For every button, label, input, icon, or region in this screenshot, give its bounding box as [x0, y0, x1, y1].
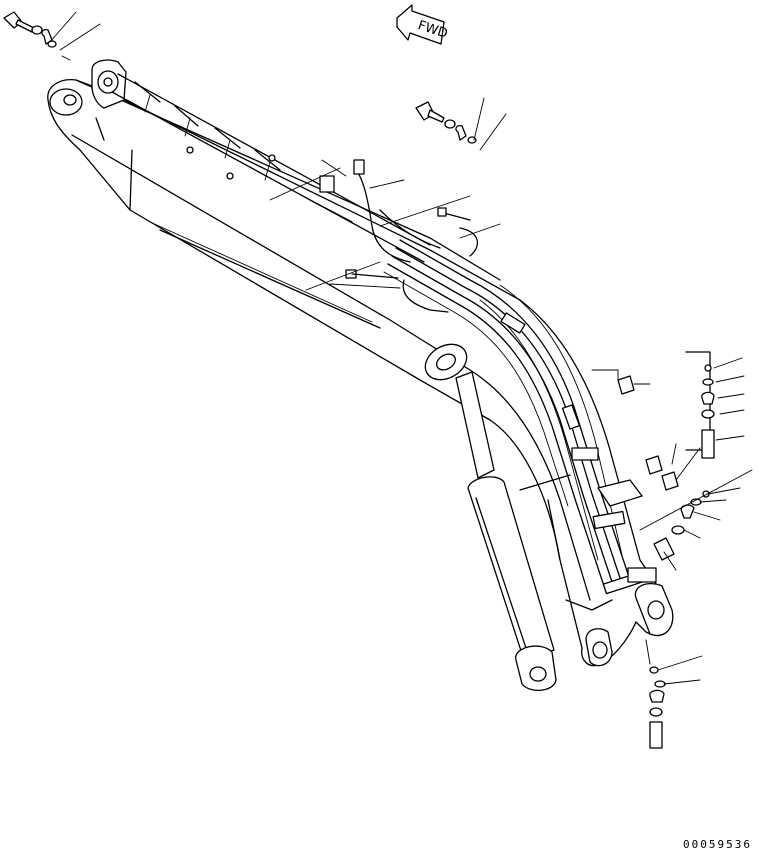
- boom-cylinder: [424, 343, 557, 691]
- boom-arm: [47, 59, 674, 667]
- boom-handrail: [111, 73, 431, 263]
- drawing-code: 00059536: [683, 838, 752, 851]
- hardware-top-left: [3, 11, 101, 61]
- wiring-harness: [309, 159, 479, 313]
- hardware-right-stack: [617, 351, 753, 571]
- hardware-upper-middle: [415, 97, 507, 151]
- leader-lines: [269, 159, 619, 381]
- hardware-bottom: [645, 639, 703, 749]
- fwd-arrow: FWD: [396, 4, 449, 45]
- hydraulic-piping: [383, 239, 657, 595]
